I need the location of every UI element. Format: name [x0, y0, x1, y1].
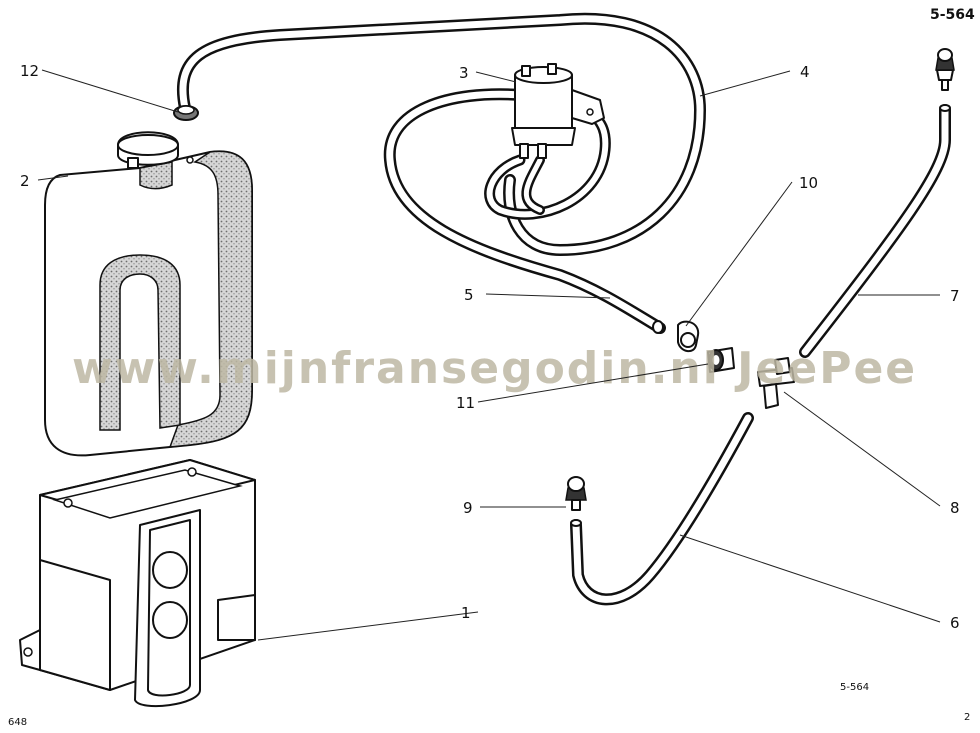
- hose-part-4: [176, 12, 707, 257]
- leader-lines: [37, 69, 941, 641]
- reservoir-part-2: [44, 131, 253, 457]
- callout-2: 2: [20, 172, 30, 190]
- nozzle-part-9: [565, 476, 587, 511]
- watermark-text: www.mijnfransegodin.nl JeePee: [72, 343, 917, 394]
- pump-part-3: [511, 63, 605, 159]
- callout-10: 10: [799, 174, 818, 192]
- callout-4: 4: [800, 63, 810, 81]
- callout-1: 1: [461, 604, 471, 622]
- callout-7: 7: [950, 287, 960, 305]
- callout-8: 8: [950, 499, 960, 517]
- grommet-part-12: [173, 105, 199, 121]
- hose-part-5: [383, 88, 666, 334]
- page-number-left: 648: [8, 717, 27, 728]
- tee-connector-part-8: [757, 357, 795, 409]
- sheet-code-top: 5-564: [930, 7, 975, 23]
- valve-part-11: [707, 347, 735, 373]
- nozzle-top: [935, 48, 955, 91]
- callout-11: 11: [456, 394, 475, 412]
- callout-9: 9: [463, 499, 473, 517]
- sheet-code-bottom: 5-564: [840, 682, 869, 693]
- callout-6: 6: [950, 614, 960, 632]
- callout-12: 12: [20, 62, 39, 80]
- page-number-right: 2: [964, 712, 970, 723]
- pump-outlet-hoses: [484, 106, 611, 220]
- bracket-part-1: [19, 459, 256, 707]
- clamp-part-10: [677, 320, 700, 353]
- callout-3: 3: [459, 64, 469, 82]
- callout-5: 5: [464, 286, 474, 304]
- hose-part-7: [799, 104, 951, 358]
- hose-part-6: [570, 412, 754, 606]
